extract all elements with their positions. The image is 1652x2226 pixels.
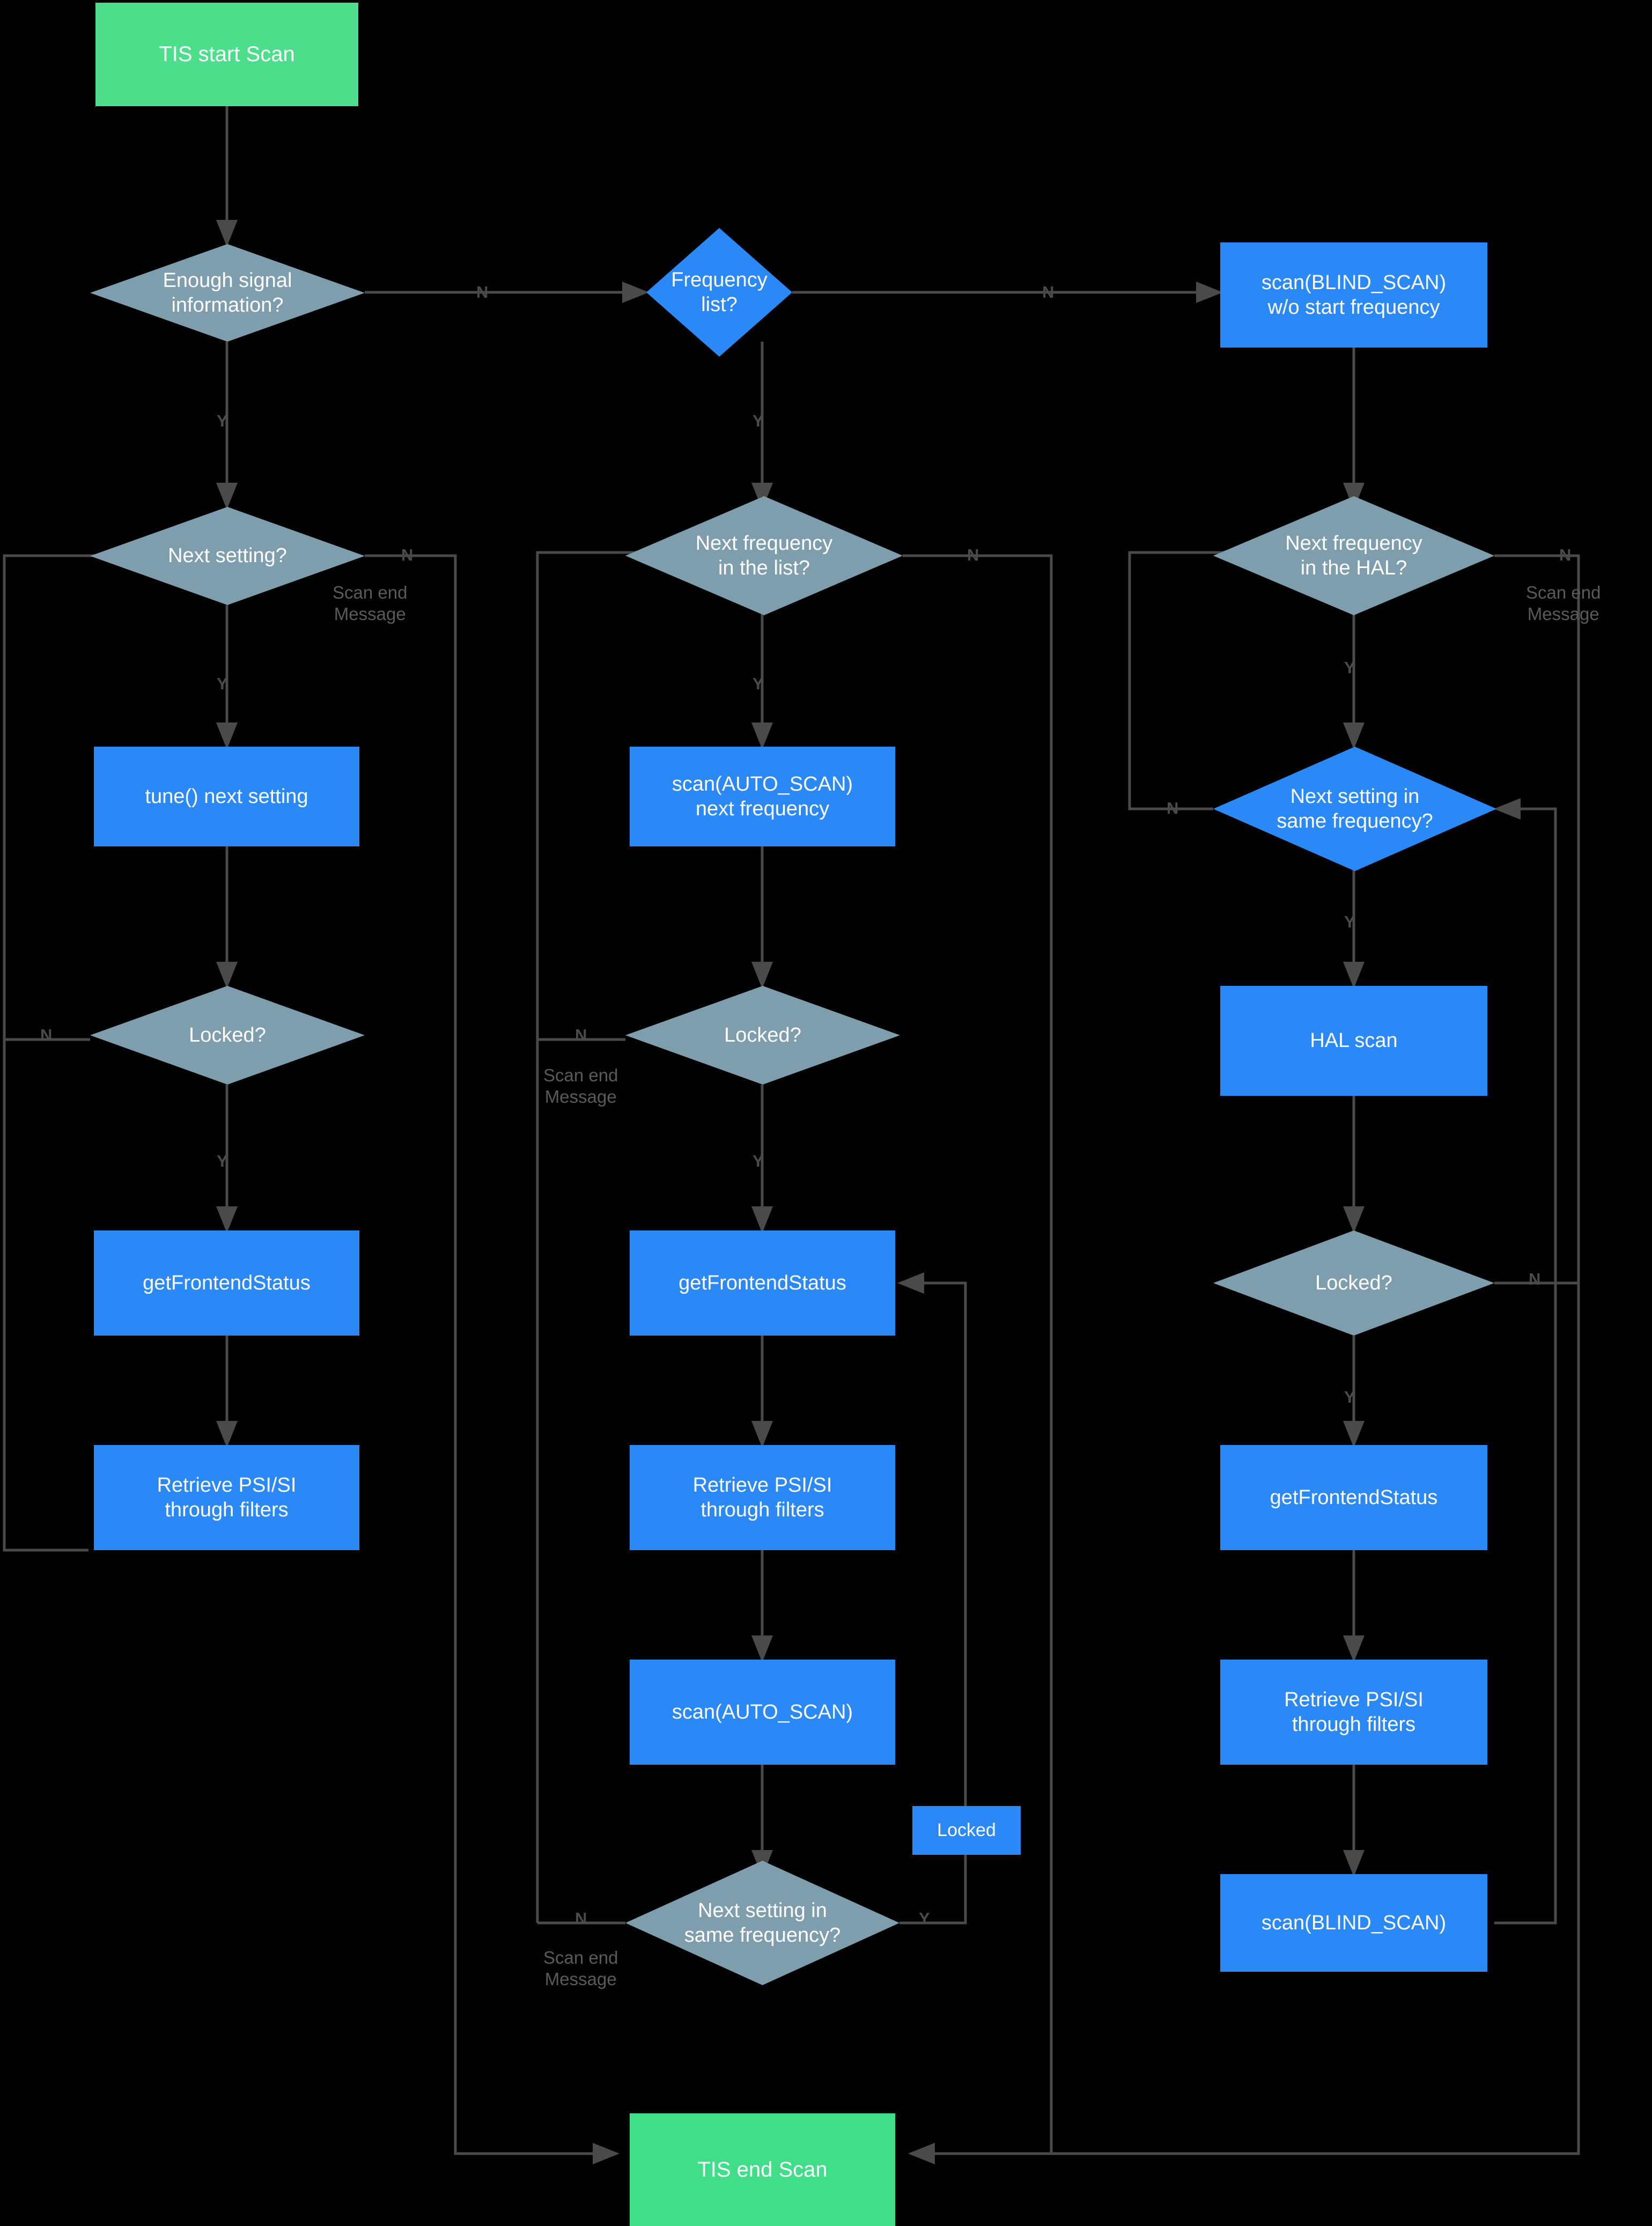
node-frequency-list-label: Frequency list?	[671, 268, 768, 316]
node-locked-left[interactable]: Locked?	[90, 986, 365, 1085]
node-locked-left-label: Locked?	[189, 1023, 266, 1046]
node-retrieve-psi-right[interactable]: Retrieve PSI/SI through filters	[1220, 1660, 1487, 1765]
node-scan-blind[interactable]: scan(BLIND_SCAN)	[1220, 1874, 1487, 1972]
node-get-frontend-status-right[interactable]: getFrontendStatus	[1220, 1445, 1487, 1550]
node-next-frequency-in-list-label: Next frequency in the list?	[695, 532, 833, 579]
edge-label-y-next-setting-same-frequency-hal: Y	[1344, 912, 1355, 931]
scan-end-message-mid: Scan end Message	[543, 1065, 618, 1107]
node-next-setting[interactable]: Next setting?	[90, 507, 365, 605]
node-label: TIS end Scan	[697, 2157, 828, 2181]
edge-label-y-frequency-list: Y	[753, 411, 764, 430]
line-1: Retrieve PSI/SI	[1284, 1688, 1424, 1711]
edge-label-y-next-setting-same-frequency-mid: Y	[919, 1909, 930, 1928]
node-enough-signal-label: Enough signal information?	[163, 269, 292, 316]
line-2: through filters	[700, 1499, 824, 1521]
node-label: Locked	[937, 1819, 996, 1840]
line-1: scan(AUTO_SCAN)	[672, 772, 853, 795]
line-1: Retrieve PSI/SI	[157, 1473, 297, 1497]
edge-label-n-next-setting-same-frequency-hal: N	[1167, 799, 1179, 817]
node-label: tune() next setting	[145, 785, 308, 808]
edge-label-y-next-frequency-in-list: Y	[753, 674, 764, 693]
node-get-frontend-status-mid[interactable]: getFrontendStatus	[630, 1230, 895, 1336]
node-locked-right[interactable]: Locked?	[1213, 1230, 1494, 1336]
node-label: getFrontendStatus	[678, 1271, 846, 1294]
edge-label-n-locked-right: N	[1529, 1270, 1541, 1288]
edge-label-n-next-setting-same-frequency-mid: N	[575, 1909, 587, 1928]
line-2: next frequency	[695, 798, 830, 820]
node-label: HAL scan	[1310, 1029, 1398, 1052]
node-scan-auto-next-frequency[interactable]: scan(AUTO_SCAN) next frequency	[630, 747, 895, 846]
edge-label-n-next-frequency-in-list: N	[967, 546, 979, 564]
edge-label-y-locked-left: Y	[217, 1152, 228, 1170]
node-retrieve-psi-left[interactable]: Retrieve PSI/SI through filters	[94, 1445, 359, 1550]
node-label: getFrontendStatus	[1270, 1486, 1438, 1509]
line-2: w/o start frequency	[1267, 296, 1440, 319]
node-next-setting-same-frequency-hal-label: Next setting in same frequency?	[1277, 785, 1433, 832]
edge-label-y-next-frequency-in-hal: Y	[1344, 658, 1355, 677]
node-next-frequency-in-hal-label: Next frequency in the HAL?	[1285, 532, 1422, 579]
node-tune-next-setting[interactable]: tune() next setting	[94, 747, 359, 846]
node-hal-scan[interactable]: HAL scan	[1220, 986, 1487, 1096]
node-next-frequency-in-list[interactable]: Next frequency in the list?	[625, 496, 903, 615]
node-locked-note[interactable]: Locked	[912, 1806, 1021, 1855]
line-2: through filters	[165, 1499, 289, 1521]
line-1: Retrieve PSI/SI	[692, 1473, 832, 1497]
edge-label-n-locked-left: N	[40, 1026, 53, 1044]
edge-label-y-locked-mid: Y	[753, 1152, 764, 1170]
edge-label-n-frequency-list: N	[1042, 283, 1054, 301]
node-locked-mid-label: Locked?	[724, 1023, 801, 1046]
node-scan-auto[interactable]: scan(AUTO_SCAN)	[630, 1660, 895, 1765]
node-blind-scan-no-start[interactable]: scan(BLIND_SCAN) w/o start frequency	[1220, 242, 1487, 348]
node-start[interactable]: TIS start Scan	[95, 3, 358, 106]
node-label: getFrontendStatus	[143, 1271, 311, 1294]
scan-end-message-right: Scan end Message	[1526, 583, 1601, 624]
node-next-frequency-in-hal[interactable]: Next frequency in the HAL?	[1213, 496, 1494, 615]
node-next-setting-same-frequency-mid-label: Next setting in same frequency?	[684, 1899, 841, 1947]
node-label: scan(AUTO_SCAN)	[672, 1700, 853, 1723]
scan-end-message-left: Scan end Message	[333, 583, 408, 624]
node-locked-right-label: Locked?	[1315, 1271, 1392, 1294]
node-frequency-list[interactable]: Frequency list?	[646, 228, 792, 357]
node-next-setting-same-frequency-mid[interactable]: Next setting in same frequency?	[625, 1861, 899, 1985]
edge-label-n-locked-mid: N	[575, 1026, 587, 1044]
node-get-frontend-status-left[interactable]: getFrontendStatus	[94, 1230, 359, 1336]
edge-label-n-next-setting: N	[401, 546, 414, 564]
edge-label-y-next-setting: Y	[217, 674, 228, 693]
edge-label-y-enough-signal: Y	[217, 411, 228, 430]
node-enough-signal[interactable]: Enough signal information?	[90, 244, 365, 342]
line-2: through filters	[1292, 1713, 1416, 1736]
node-next-setting-label: Next setting?	[168, 544, 287, 567]
scan-end-message-mid-bottom: Scan end Message	[543, 1948, 618, 1989]
node-end[interactable]: TIS end Scan	[630, 2113, 895, 2226]
edge-label-n-enough-signal: N	[476, 283, 489, 301]
line-1: scan(BLIND_SCAN)	[1261, 271, 1447, 294]
edge-label-n-next-frequency-in-hal: N	[1559, 546, 1572, 564]
edge-label-y-locked-right: Y	[1344, 1388, 1355, 1406]
node-locked-mid[interactable]: Locked?	[625, 986, 900, 1085]
node-retrieve-psi-mid[interactable]: Retrieve PSI/SI through filters	[630, 1445, 895, 1550]
node-label: scan(BLIND_SCAN)	[1261, 1911, 1447, 1934]
node-next-setting-same-frequency-hal[interactable]: Next setting in same frequency?	[1213, 747, 1496, 871]
